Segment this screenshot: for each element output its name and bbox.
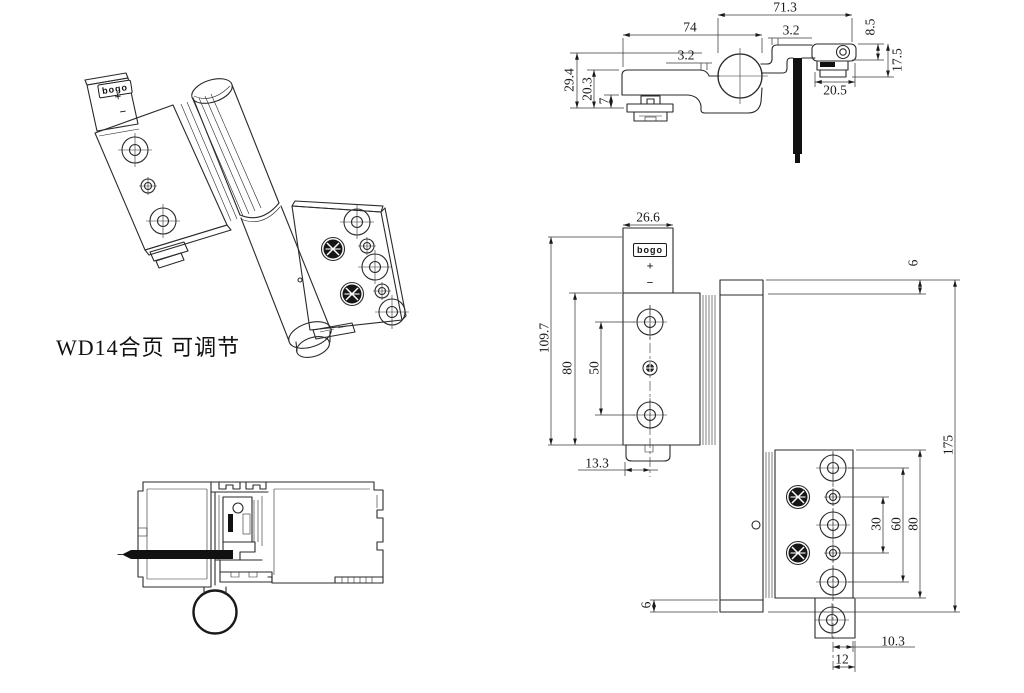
dim-30: 30 [868, 517, 884, 531]
dim-50: 50 [586, 361, 602, 375]
dim-6-top: 6 [905, 259, 921, 267]
dim-80-left: 80 [559, 361, 575, 375]
dim-74: 74 [683, 19, 697, 35]
hinge-barrel-iso [180, 78, 332, 359]
dim-71-3: 71.3 [773, 0, 797, 15]
dim-20-5: 20.5 [823, 82, 847, 98]
brand-logo-front: bogo [633, 243, 667, 257]
hinge-barrel-section [712, 48, 768, 104]
dim-20-3: 20.3 [579, 77, 595, 101]
dim-7: 7 [596, 97, 612, 105]
dim-10-3: 10.3 [881, 633, 905, 649]
cross-section-view [117, 481, 384, 635]
drawing-title: WD14合页 可调节 [56, 335, 241, 360]
isometric-view [84, 72, 410, 359]
adjustment-screw-rod [793, 58, 802, 163]
minus-adjust-mark-front: − [646, 275, 654, 290]
dim-3-2-left: 3.2 [677, 47, 695, 63]
dim-60: 60 [888, 517, 904, 531]
barrel-circle-section [192, 589, 238, 635]
dim-12: 12 [835, 651, 849, 667]
dim-3-2-right: 3.2 [782, 22, 800, 38]
dim-29-4: 29.4 [561, 68, 577, 92]
top-section-view [570, 13, 894, 163]
dim-109-7: 109.7 [536, 322, 552, 354]
plus-adjust-mark-front: + [646, 258, 654, 273]
dim-17-5: 17.5 [889, 48, 905, 72]
dim-6-bottom: 6 [638, 601, 654, 609]
dim-13-3: 13.3 [585, 455, 609, 471]
dim-8-5: 8.5 [862, 18, 878, 36]
hinge-barrel-front [719, 279, 764, 613]
mounting-screw-section [117, 550, 233, 559]
dim-175: 175 [940, 434, 956, 456]
dim-26-6: 26.6 [636, 209, 660, 225]
dim-80-right: 80 [905, 517, 921, 531]
front-view [548, 223, 960, 672]
